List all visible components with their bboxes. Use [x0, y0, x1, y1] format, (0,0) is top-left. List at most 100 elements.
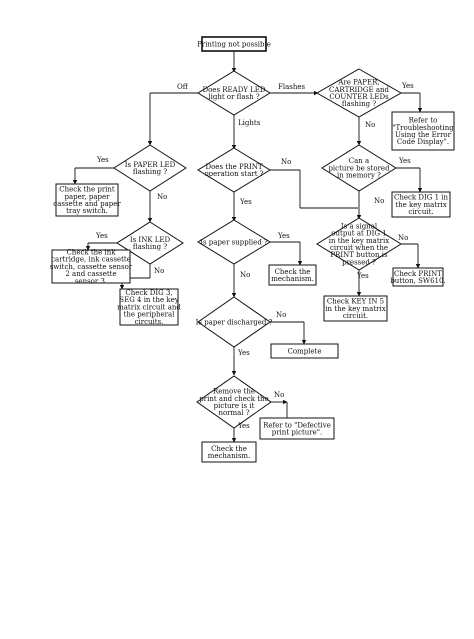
- action-check-dig3-text-line: Check DIG 3,: [125, 289, 172, 297]
- action-check-print-button-text-line: Check PRINT: [394, 270, 442, 278]
- action-check-dig1-text-line: Check DIG 1 in: [394, 194, 449, 202]
- action-check-ink-text-line: cartridge, ink cassette: [51, 256, 131, 264]
- action-check-ink-text-line: 2 and cassette: [65, 270, 116, 278]
- action-check-key-in5-text-line: circuit.: [343, 312, 368, 320]
- edge-label-yes-print-start: Yes: [239, 198, 252, 206]
- action-check-key-in5-text-line: in the key matrix: [325, 305, 385, 313]
- action-check-print-paper-box: [55, 183, 119, 217]
- edge-label-no-picture-stored: No: [374, 197, 384, 205]
- decision-picture-normal-text-line: normal ?: [218, 409, 249, 417]
- decision-paper-cartridge-counter-text-line: COUNTER LEDs: [329, 93, 389, 101]
- edge-label-yes-paper-discharged: Yes: [237, 349, 250, 357]
- action-refer-defective-box: [259, 417, 335, 440]
- action-refer-defective-text-line: print picture".: [272, 429, 323, 437]
- action-complete-box: [270, 343, 339, 359]
- decision-signal-output-text-line: output at DIG 1: [331, 230, 386, 238]
- decision-picture-normal-text-line: Remove the: [213, 388, 255, 396]
- decision-signal-output-text-line: Is a signal: [341, 222, 378, 230]
- edge-label-flashes: Flashes: [278, 83, 306, 91]
- action-refer-defective-text-line: Refer to "Defective: [263, 421, 331, 429]
- action-complete: Complete: [270, 343, 339, 359]
- node-start-box: [201, 36, 267, 52]
- decision-paper-cartridge-counter-text-line: flashing ?: [342, 100, 376, 108]
- action-check-dig1-box: [391, 191, 451, 218]
- decision-ink-led-text-line: flashing ?: [133, 243, 167, 251]
- action-check-ink-text-line: Check the ink: [66, 249, 116, 257]
- edge-label-no-paper-cartridge: No: [365, 121, 375, 129]
- decision-picture-stored-shape: [321, 144, 397, 192]
- action-check-mechanism-1-text-line: Check the: [275, 268, 311, 276]
- edge-label-lights: Lights: [238, 119, 261, 127]
- edge-label-yes-picture-stored: Yes: [398, 157, 411, 165]
- decision-ready-led-shape: [197, 70, 271, 116]
- decision-paper-cartridge-counter-text-line: Are PAPER,: [337, 79, 379, 87]
- decision-ready-led-text-line: light or flash ?: [208, 93, 259, 101]
- action-check-dig1-text-line: the key matrix: [395, 201, 446, 209]
- action-check-dig3-text-line: SEG 4 in the key: [119, 296, 178, 304]
- decision-print-start-text-line: operation start ?: [204, 170, 263, 178]
- decision-print-start-shape: [197, 147, 271, 193]
- decision-paper-discharged: Is paper discharged ?: [196, 296, 273, 348]
- node-start: Printing not possible: [197, 36, 271, 52]
- edge-label-yes-paper-led: Yes: [96, 156, 109, 164]
- decision-picture-normal-shape: [196, 375, 272, 429]
- action-check-dig1-text-line: circuit.: [408, 208, 433, 216]
- action-check-ink-box: [51, 249, 131, 284]
- action-check-mechanism-1-text-line: mechanism.: [271, 275, 314, 283]
- action-refer-error-code-text-line: "Troubleshooting: [392, 124, 454, 132]
- edge-label-no-paper-supplied: No: [240, 271, 250, 279]
- decision-paper-discharged-text-line: Is paper discharged ?: [196, 318, 273, 326]
- decision-paper-led-text-line: Is PAPER LED: [125, 161, 176, 169]
- action-check-key-in5-text-line: Check KEY IN 5: [327, 298, 384, 306]
- action-check-print-paper-text-line: paper, paper: [65, 193, 111, 201]
- action-check-mechanism-2-box: [201, 441, 257, 463]
- action-check-print-button-text-line: button, SW610.: [390, 277, 445, 285]
- action-check-ink-text-line: sensor 3.: [75, 277, 107, 285]
- decision-picture-stored-text-line: in memory ?: [337, 172, 381, 180]
- action-refer-error-code-box: [391, 111, 455, 151]
- decision-picture-stored-text-line: picture be stored: [328, 164, 390, 172]
- edge-label-off: Off: [177, 83, 189, 91]
- decision-ready-led-text-line: Does READY LED: [202, 86, 265, 94]
- decision-paper-cartridge-counter-text-line: CARTRIDGE and: [329, 86, 389, 94]
- decision-paper-led-shape: [113, 144, 187, 192]
- decision-picture-normal-text-line: picture is it: [214, 402, 255, 410]
- decision-paper-cartridge-counter-shape: [315, 68, 403, 118]
- decision-print-start-text-line: Does the PRINT: [205, 163, 262, 171]
- action-check-print-paper-text-line: tray switch.: [66, 207, 108, 215]
- edge-label-no-paper-discharged: No: [276, 311, 286, 319]
- action-check-print-paper-text-line: cassette and paper: [53, 200, 121, 208]
- action-refer-error-code-text-line: Using the Error: [395, 131, 452, 139]
- action-check-key-in5-box: [323, 295, 388, 322]
- edge-label-yes-ink-led: Yes: [95, 232, 108, 240]
- edge-label-yes-paper-cartridge: Yes: [401, 82, 414, 90]
- action-check-mechanism-2-text-line: Check the: [211, 445, 247, 453]
- action-check-print-button-box: [392, 267, 444, 287]
- decision-paper-supplied-shape: [197, 219, 271, 265]
- action-check-dig3-box: [119, 288, 179, 326]
- decision-ink-led-shape: [116, 221, 184, 265]
- edge-label-no-ink-led: No: [154, 267, 164, 275]
- action-check-dig3-text-line: matrix circuit and: [117, 303, 181, 311]
- edge-label-no-signal-output: No: [398, 234, 408, 242]
- decision-ink-led-text-line: Is INK LED: [130, 236, 171, 244]
- edge-label-no-picture-normal: No: [274, 391, 284, 399]
- edge-label-no-print-start: No: [281, 158, 291, 166]
- decision-signal-output-shape: [316, 217, 402, 271]
- edge-label-yes-paper-supplied: Yes: [277, 232, 290, 240]
- connector-lines: [72, 51, 423, 443]
- decision-paper-supplied: Is paper supplied ?: [197, 219, 271, 265]
- action-check-mechanism-2-text-line: mechanism.: [208, 452, 251, 460]
- decision-picture-normal-text-line: print and check the: [199, 395, 268, 403]
